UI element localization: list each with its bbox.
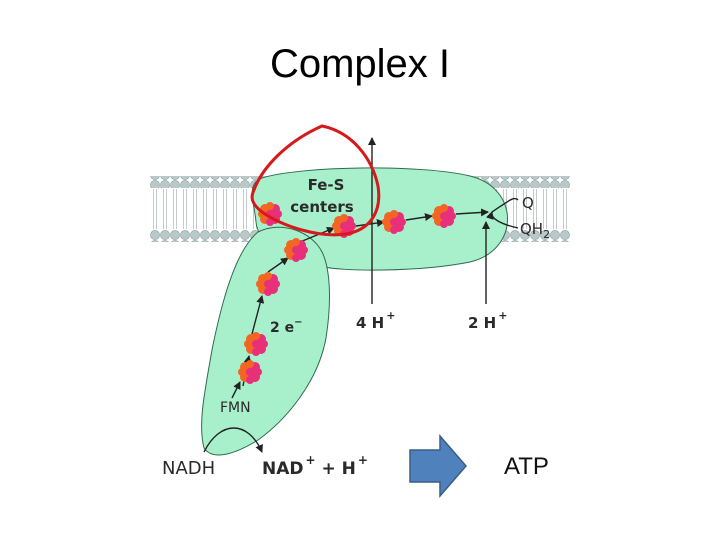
fe-s-label-line2: centers (290, 198, 353, 216)
block-arrow-icon (409, 433, 467, 499)
fmn-site (231, 381, 241, 399)
four-h-label: 4 H+ (356, 309, 395, 332)
fmn-label: FMN (220, 400, 251, 416)
q-label: Q (522, 194, 534, 212)
two-e-label: 2 e− (270, 317, 303, 336)
highlight-circle (250, 124, 381, 237)
atp-label: ATP (504, 453, 549, 480)
two-h-label: 2 H+ (468, 309, 507, 332)
fe-s-cluster-icon (432, 204, 456, 228)
nad-plus-h-label: NAD+ + H+ (262, 453, 368, 479)
nadh-label: NADH (162, 458, 215, 479)
fe-s-cluster-icon (284, 238, 308, 262)
nadh-arc (203, 427, 263, 453)
fe-s-cluster-icon (256, 272, 280, 296)
slide-title: Complex I (269, 42, 451, 86)
fe-s-label-line1: Fe-S (308, 176, 345, 194)
fe-s-cluster-icon (382, 210, 406, 234)
qh2-label: QH2 (520, 220, 550, 241)
fe-s-cluster-icon (238, 360, 262, 384)
fe-s-cluster-icon (244, 332, 268, 356)
